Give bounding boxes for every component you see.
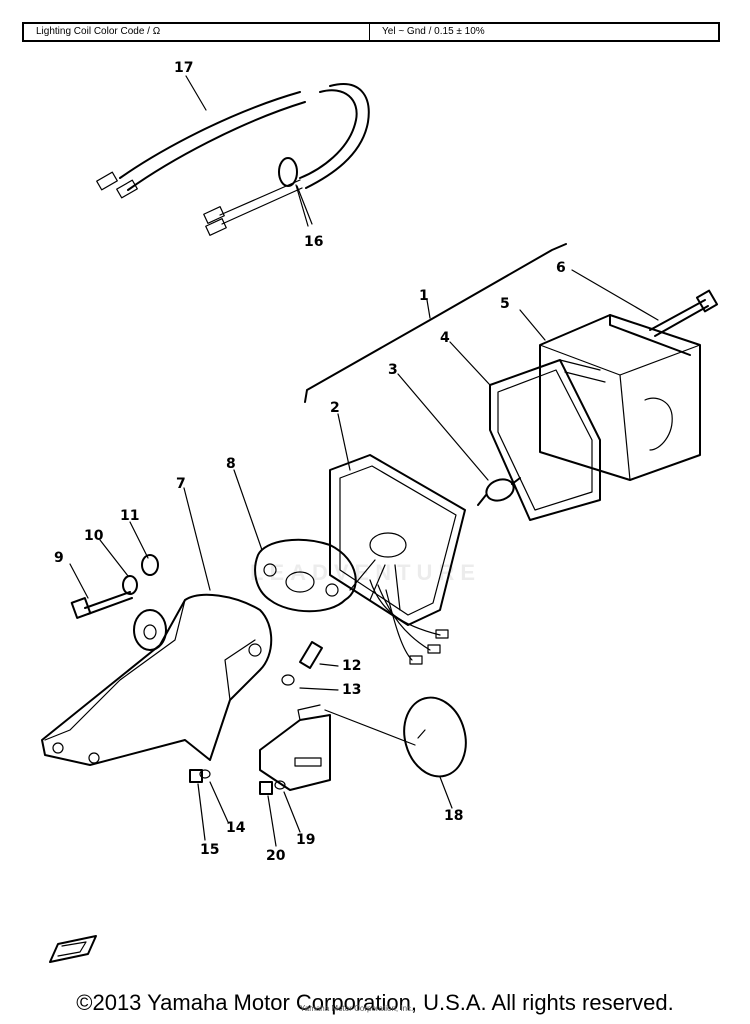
bulb-3 <box>477 477 521 506</box>
callout-9: 9 <box>54 550 64 566</box>
callout-13: 13 <box>342 682 361 698</box>
callout-20: 20 <box>266 848 286 864</box>
nuts-14-15-19-20 <box>189 769 286 795</box>
license-bracket <box>259 704 331 791</box>
copyright-sub-note: Yamaha Motor Corporation, Inc. <box>300 1004 414 1013</box>
callout-3: 3 <box>388 362 398 378</box>
color-code-value: Yel ~ Gnd / 0.15 ± 10% <box>382 26 485 37</box>
callout-6: 6 <box>556 260 566 276</box>
callout-14: 14 <box>226 820 246 836</box>
callout-4: 4 <box>440 330 450 346</box>
callout-7: 7 <box>176 476 186 492</box>
callout-17: 17 <box>174 60 193 76</box>
front-arrow-icon <box>49 935 97 963</box>
grommet-16 <box>278 157 309 227</box>
callout-2: 2 <box>330 400 340 416</box>
callout-11: 11 <box>120 508 139 524</box>
callout-1: 1 <box>419 288 429 304</box>
screw-6 <box>649 289 719 337</box>
bolt-12-washer-13 <box>281 641 323 686</box>
gasket-4 <box>489 359 601 521</box>
fasteners-9-10-11 <box>70 554 167 651</box>
callout-5: 5 <box>500 296 510 312</box>
copyright-notice: ©2013 Yamaha Motor Corporation, U.S.A. A… <box>76 990 674 1015</box>
callout-12: 12 <box>342 658 361 674</box>
callout-15: 15 <box>200 842 219 858</box>
lamp-base-2 <box>329 454 466 626</box>
reflector-18 <box>324 696 467 778</box>
lens-housing-5 <box>539 314 701 481</box>
color-code-table: Lighting Coil Color Code / Ω Yel ~ Gnd /… <box>22 22 720 42</box>
callout-19: 19 <box>296 832 315 848</box>
leader-lines <box>69 75 659 847</box>
callout-16: 16 <box>304 234 323 250</box>
assembly-1-bracket <box>304 243 567 403</box>
lamp-wires <box>369 579 449 665</box>
callout-labels: 17 16 1 2 3 4 5 6 7 8 9 10 11 12 13 14 1… <box>54 60 566 864</box>
color-code-label: Lighting Coil Color Code / Ω <box>24 24 370 40</box>
callout-18: 18 <box>444 808 463 824</box>
callout-10: 10 <box>84 528 104 544</box>
plate-8 <box>254 538 357 613</box>
watermark: LEADVENTURE <box>250 560 481 585</box>
bracket-7 <box>41 593 273 766</box>
callout-8: 8 <box>226 456 236 472</box>
wire-harness-17 <box>96 83 370 236</box>
